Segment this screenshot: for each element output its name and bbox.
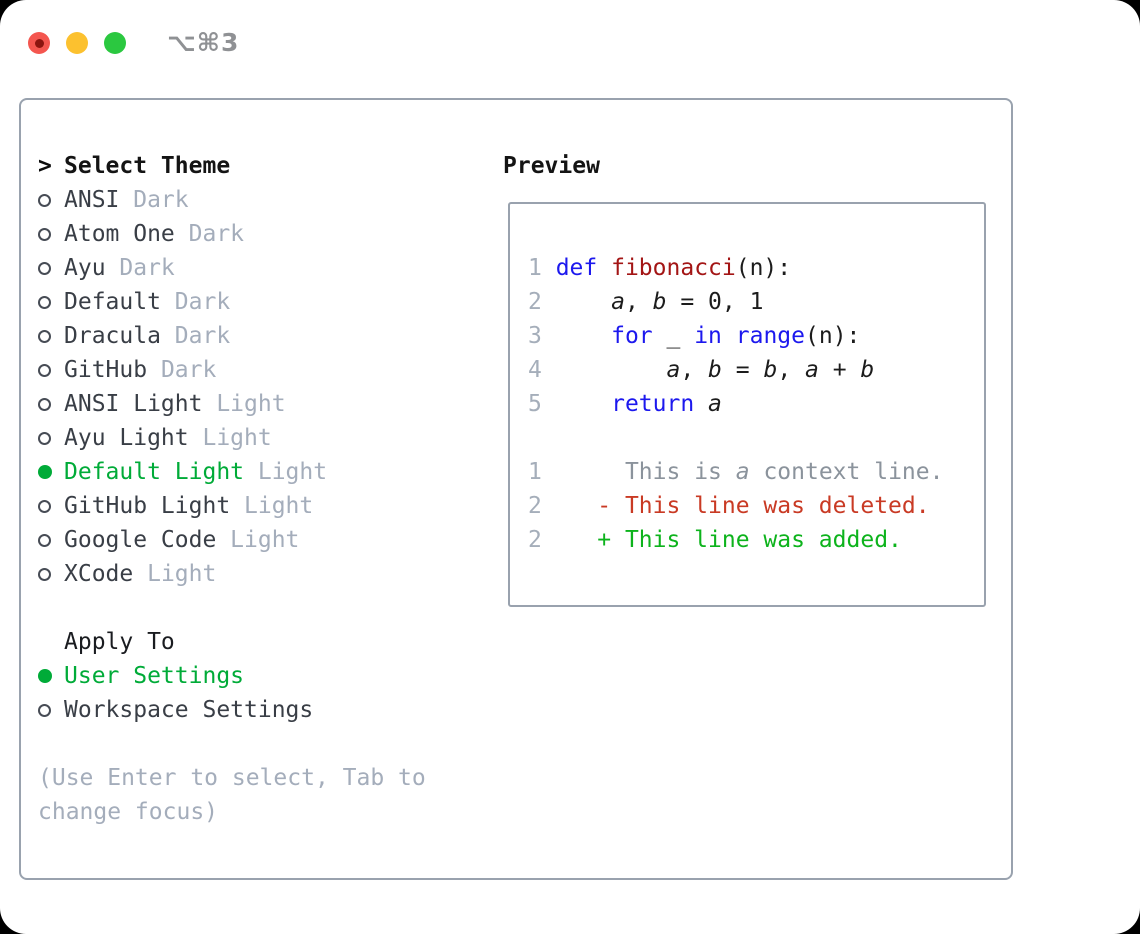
theme-name: Atom One [64, 221, 175, 247]
theme-name: Dracula [64, 323, 161, 349]
preview-heading: Preview [503, 149, 986, 183]
apply-option[interactable]: Workspace Settings [38, 693, 486, 727]
radio-icon [38, 261, 51, 275]
select-theme-title: Select Theme [64, 153, 231, 179]
apply-option-label: Workspace Settings [64, 697, 314, 723]
window-title: ⌥⌘3 [167, 28, 240, 57]
theme-variant: Light [244, 493, 314, 519]
code-line: 1 This is a context line. [528, 459, 944, 485]
theme-name: ANSI Light [64, 391, 203, 417]
close-dot-icon [34, 38, 44, 48]
theme-name: Ayu Light [64, 425, 189, 451]
apply-to-group: Apply To User Settings Workspace Setting… [38, 625, 486, 727]
theme-variant: Dark [119, 255, 175, 281]
apply-to-list: User Settings Workspace Settings [38, 659, 486, 727]
theme-name: Google Code [64, 527, 217, 553]
theme-option[interactable]: Ayu Dark [38, 251, 486, 285]
theme-option[interactable]: Default Dark [38, 285, 486, 319]
code-line: 1 def fibonacci(n): [528, 255, 792, 281]
code-line: 2 + This line was added. [528, 527, 902, 553]
radio-icon [38, 499, 51, 513]
theme-name: ANSI [64, 187, 120, 213]
theme-name: Default [64, 289, 161, 315]
code-line [528, 421, 984, 455]
radio-icon [38, 533, 51, 547]
theme-list: ANSI Dark Atom One Dark Ayu Dark Default… [38, 183, 486, 591]
radio-icon [38, 431, 51, 445]
theme-variant: Dark [133, 187, 189, 213]
theme-option[interactable]: XCode Light [38, 557, 486, 591]
code-preview: 1 def fibonacci(n): 2 a, b = 0, 1 3 for _ … [528, 251, 984, 557]
radio-icon [38, 397, 51, 411]
theme-name: Ayu [64, 255, 106, 281]
radio-icon [38, 227, 51, 241]
apply-option[interactable]: User Settings [38, 659, 486, 693]
theme-option[interactable]: ANSI Dark [38, 183, 486, 217]
preview-title: Preview [503, 153, 600, 179]
theme-variant: Dark [174, 289, 231, 315]
prompt-icon: > [38, 153, 52, 179]
radio-icon [38, 567, 51, 581]
close-button[interactable] [28, 32, 50, 54]
zoom-button[interactable] [104, 32, 126, 54]
preview-panel: Preview 1 def fibonacci(n): 2 a, b = 0, 1… [503, 149, 986, 607]
theme-panel: > Select Theme ANSI Dark Atom One Dark A… [38, 149, 486, 829]
theme-variant: Dark [174, 323, 231, 349]
theme-name: Default Light [64, 459, 245, 485]
theme-option[interactable]: ANSI Light Light [38, 387, 486, 421]
apply-to-heading: Apply To [38, 625, 486, 659]
theme-variant: Light [202, 425, 272, 451]
radio-icon [38, 703, 51, 717]
radio-icon [38, 329, 51, 343]
theme-option[interactable]: Atom One Dark [38, 217, 486, 251]
theme-option[interactable]: GitHub Dark [38, 353, 486, 387]
content-frame: > Select Theme ANSI Dark Atom One Dark A… [19, 98, 1013, 880]
traffic-lights [28, 32, 126, 54]
code-line: 4 a, b = b, a + b [528, 357, 875, 383]
theme-option[interactable]: Default Light Light [38, 455, 486, 489]
theme-option[interactable]: Dracula Dark [38, 319, 486, 353]
theme-variant: Dark [160, 357, 217, 383]
theme-option[interactable]: Ayu Light Light [38, 421, 486, 455]
code-line: 2 a, b = 0, 1 [528, 289, 764, 315]
titlebar: ⌥⌘3 [28, 26, 239, 60]
minimize-button[interactable] [66, 32, 88, 54]
radio-icon [38, 669, 52, 683]
theme-variant: Dark [188, 221, 245, 247]
select-theme-heading: > Select Theme [38, 149, 486, 183]
theme-variant: Light [230, 527, 300, 553]
radio-icon [38, 193, 51, 207]
theme-option[interactable]: Google Code Light [38, 523, 486, 557]
theme-name: GitHub Light [64, 493, 231, 519]
radio-icon [38, 295, 51, 309]
code-line: 3 for _ in range(n): [528, 323, 861, 349]
radio-icon [38, 465, 52, 479]
theme-option[interactable]: GitHub Light Light [38, 489, 486, 523]
hint-text: (Use Enter to select, Tab to change focu… [38, 765, 426, 825]
apply-to-title: Apply To [64, 629, 175, 655]
theme-variant: Light [147, 561, 217, 587]
code-line: 5 return a [528, 391, 722, 417]
theme-name: XCode [64, 561, 134, 587]
theme-variant: Light [216, 391, 286, 417]
apply-option-label: User Settings [64, 663, 245, 689]
radio-icon [38, 363, 51, 377]
code-line: 2 - This line was deleted. [528, 493, 930, 519]
preview-pane: 1 def fibonacci(n): 2 a, b = 0, 1 3 for _ … [508, 202, 986, 607]
theme-variant: Light [257, 459, 328, 485]
theme-name: GitHub [64, 357, 148, 383]
